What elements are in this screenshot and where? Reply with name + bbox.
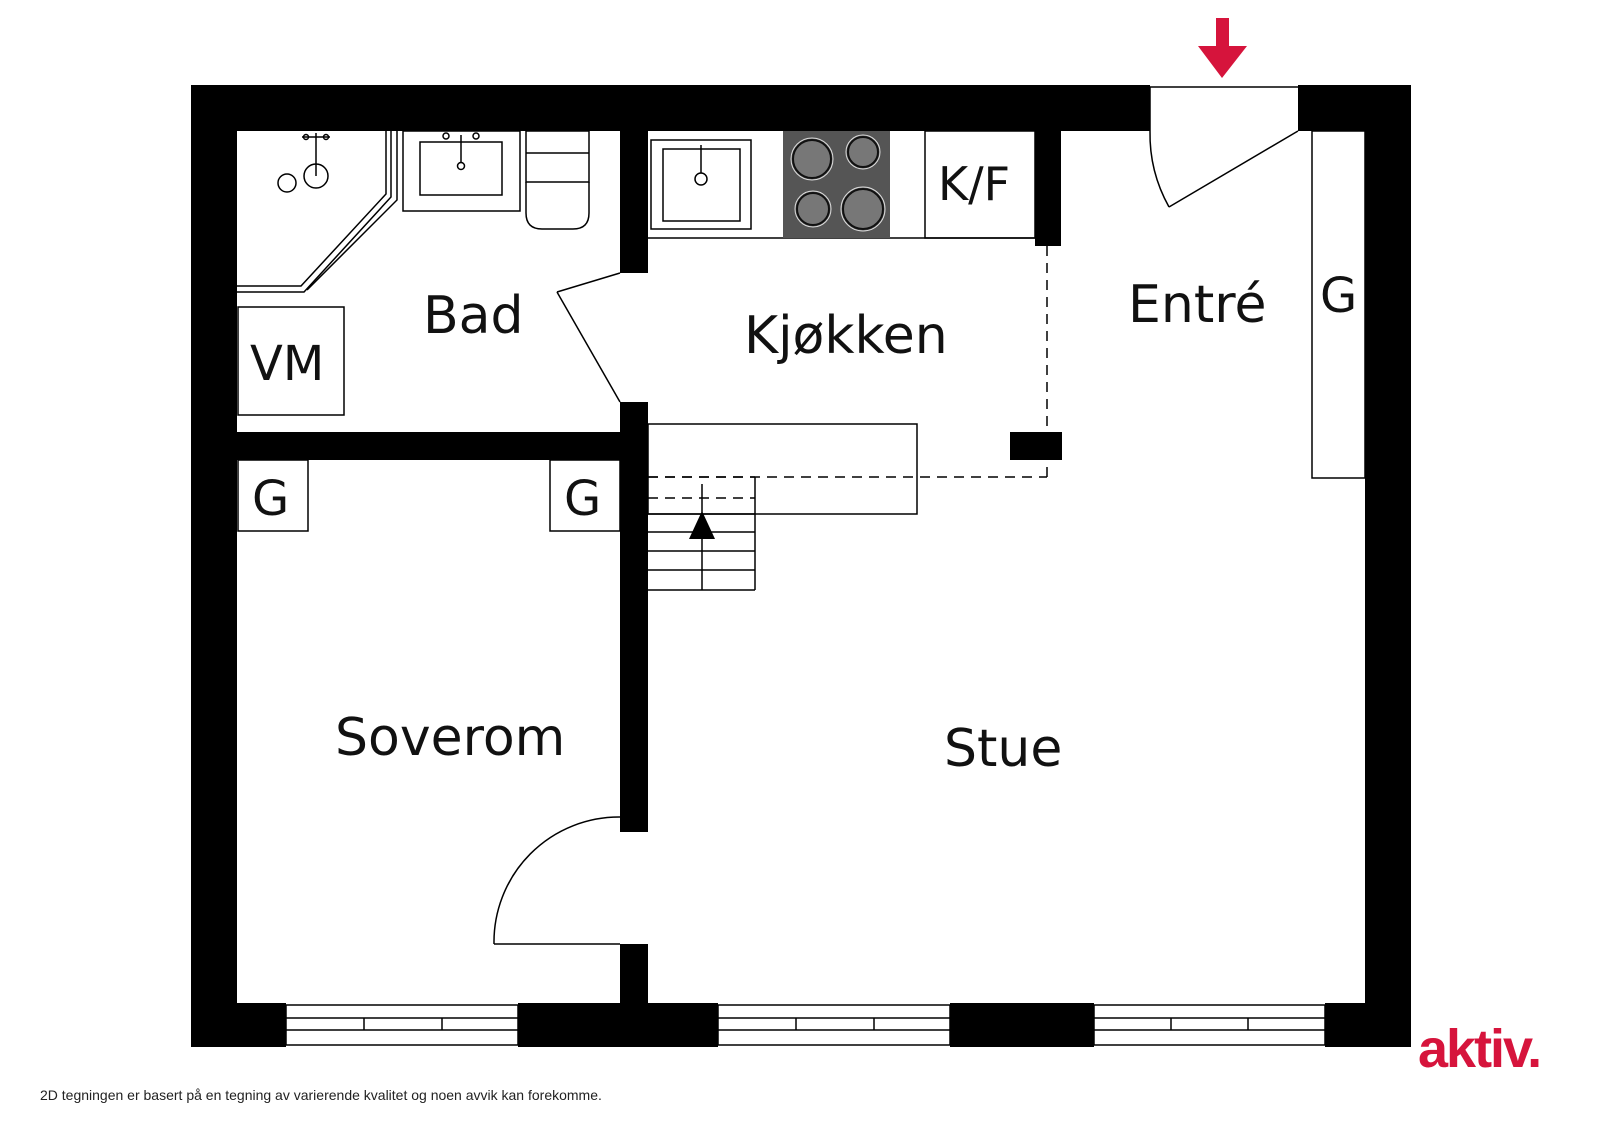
stove <box>783 131 890 238</box>
kitchen-sink <box>650 139 752 230</box>
wardrobe-label-entre: G <box>1320 268 1357 324</box>
toilet <box>525 130 590 230</box>
entrance-arrow-icon <box>1198 18 1247 78</box>
bathroom-sink <box>402 130 521 212</box>
bedroom-door <box>493 816 621 945</box>
interior-walls <box>237 131 1062 1004</box>
fridge-label: K/F <box>938 157 1010 211</box>
room-label-kjokken: Kjøkken <box>744 306 948 366</box>
staircase <box>647 423 918 591</box>
brand-logo: aktiv. <box>1418 1019 1542 1079</box>
stair-direction-arrow-icon <box>689 511 715 539</box>
bathroom-door <box>556 272 621 403</box>
wardrobe-label-bedroom-right: G <box>564 471 601 527</box>
window-stue-left <box>717 1004 951 1046</box>
room-label-stue: Stue <box>944 719 1062 779</box>
disclaimer-text: 2D tegningen er basert på en tegning av … <box>40 1087 602 1103</box>
entre-wardrobe <box>1311 130 1366 479</box>
shower <box>237 131 398 293</box>
doors <box>493 86 1299 945</box>
room-label-entre: Entré <box>1128 275 1266 335</box>
washing-machine-label: VM <box>250 336 324 392</box>
room-label-bad: Bad <box>423 286 524 346</box>
bathroom-fixtures <box>237 130 590 416</box>
room-label-soverom: Soverom <box>335 708 565 768</box>
entrance-door <box>1149 86 1299 208</box>
kitchen-open-boundary <box>648 246 1048 478</box>
windows <box>285 1004 1326 1046</box>
outer-walls <box>191 85 1411 1047</box>
kitchen-fixtures <box>648 130 1048 478</box>
fridge <box>924 130 1036 239</box>
window-soverom <box>285 1004 519 1046</box>
window-stue-right <box>1093 1004 1326 1046</box>
wardrobe-label-bedroom-left: G <box>252 471 289 527</box>
bedroom-wardrobes <box>237 459 621 532</box>
washing-machine <box>237 306 345 416</box>
